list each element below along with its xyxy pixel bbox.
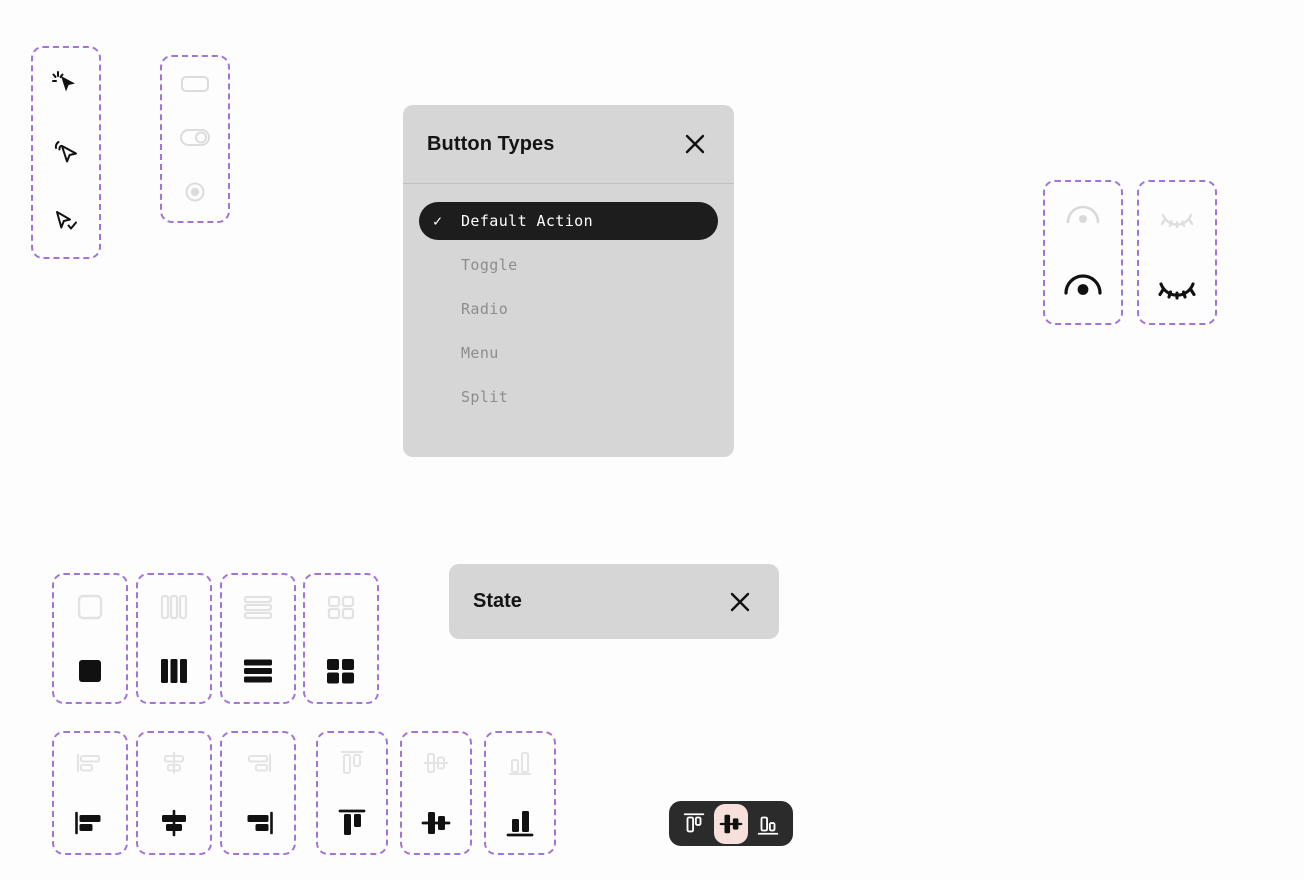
align-center-horizontal-icon[interactable] — [158, 809, 190, 837]
toggle-icon[interactable] — [178, 126, 212, 148]
menu-item-split[interactable]: ✓ Split — [461, 387, 509, 406]
menu-item-radio[interactable]: ✓ Radio — [461, 299, 509, 318]
menu-item-menu[interactable]: ✓ Menu — [461, 343, 499, 362]
layout-grid-frame — [303, 573, 379, 704]
layout-single-frame — [52, 573, 128, 704]
page-title: Button Types — [427, 132, 555, 155]
cursor-states-frame — [31, 46, 101, 259]
align-bottom-frame — [484, 731, 556, 855]
state-panel: State — [449, 564, 779, 639]
layout-rows-icon[interactable] — [242, 658, 274, 684]
eye-open-icon[interactable] — [1062, 204, 1104, 230]
toolbar-align-middle-button[interactable] — [714, 803, 748, 844]
toolbar-align-bottom-button[interactable] — [752, 804, 785, 844]
cursor-hover-icon[interactable] — [51, 137, 81, 167]
align-center-horizontal-frame — [136, 731, 212, 855]
align-left-icon[interactable] — [74, 809, 106, 837]
eye-closed-icon[interactable] — [1156, 204, 1198, 230]
toolbar-align-top-button[interactable] — [677, 804, 710, 844]
eye-closed-icon[interactable] — [1154, 273, 1200, 301]
layout-grid-icon[interactable] — [326, 593, 356, 621]
layout-columns-icon[interactable] — [159, 593, 189, 621]
layout-grid-icon[interactable] — [326, 658, 356, 684]
layout-columns-frame — [136, 573, 212, 704]
layout-single-icon[interactable] — [76, 593, 104, 621]
radio-icon[interactable] — [182, 179, 208, 205]
state-panel-title: State — [473, 590, 522, 612]
cursor-check-icon[interactable] — [51, 207, 81, 237]
dialog-header: Button Types — [403, 105, 734, 183]
dialog-divider — [403, 183, 734, 184]
button-icon[interactable] — [178, 73, 212, 95]
align-right-icon[interactable] — [243, 750, 273, 776]
vertical-align-toolbar — [669, 801, 793, 846]
align-left-icon[interactable] — [75, 750, 105, 776]
layout-rows-icon[interactable] — [242, 593, 274, 621]
align-middle-vertical-icon[interactable] — [421, 808, 451, 838]
button-types-menu: ✓ Default Action ✓ Toggle ✓ Radio ✓ Menu… — [403, 184, 734, 442]
align-center-horizontal-icon[interactable] — [159, 750, 189, 776]
align-right-icon[interactable] — [242, 809, 274, 837]
align-top-icon[interactable] — [338, 749, 366, 777]
align-top-icon[interactable] — [337, 808, 367, 838]
menu-item-toggle[interactable]: ✓ Toggle — [461, 255, 518, 274]
close-icon[interactable] — [725, 587, 755, 617]
align-left-frame — [52, 731, 128, 855]
eye-open-icon[interactable] — [1060, 273, 1106, 301]
cursor-click-icon[interactable] — [51, 68, 81, 98]
button-types-dialog: Button Types ✓ Default Action ✓ Toggle ✓… — [403, 105, 734, 457]
form-controls-frame — [160, 55, 230, 223]
layout-columns-icon[interactable] — [160, 658, 188, 684]
align-bottom-icon[interactable] — [505, 808, 535, 838]
align-bottom-icon[interactable] — [506, 749, 534, 777]
close-icon[interactable] — [680, 129, 710, 159]
align-middle-vertical-frame — [400, 731, 472, 855]
menu-item-default-action[interactable]: ✓ Default Action — [419, 202, 718, 240]
align-middle-vertical-icon[interactable] — [422, 749, 450, 777]
align-top-frame — [316, 731, 388, 855]
eye-closed-frame — [1137, 180, 1217, 325]
check-icon: ✓ — [433, 212, 443, 230]
layout-rows-frame — [220, 573, 296, 704]
eye-open-frame — [1043, 180, 1123, 325]
align-right-frame — [220, 731, 296, 855]
layout-single-icon[interactable] — [77, 658, 103, 684]
